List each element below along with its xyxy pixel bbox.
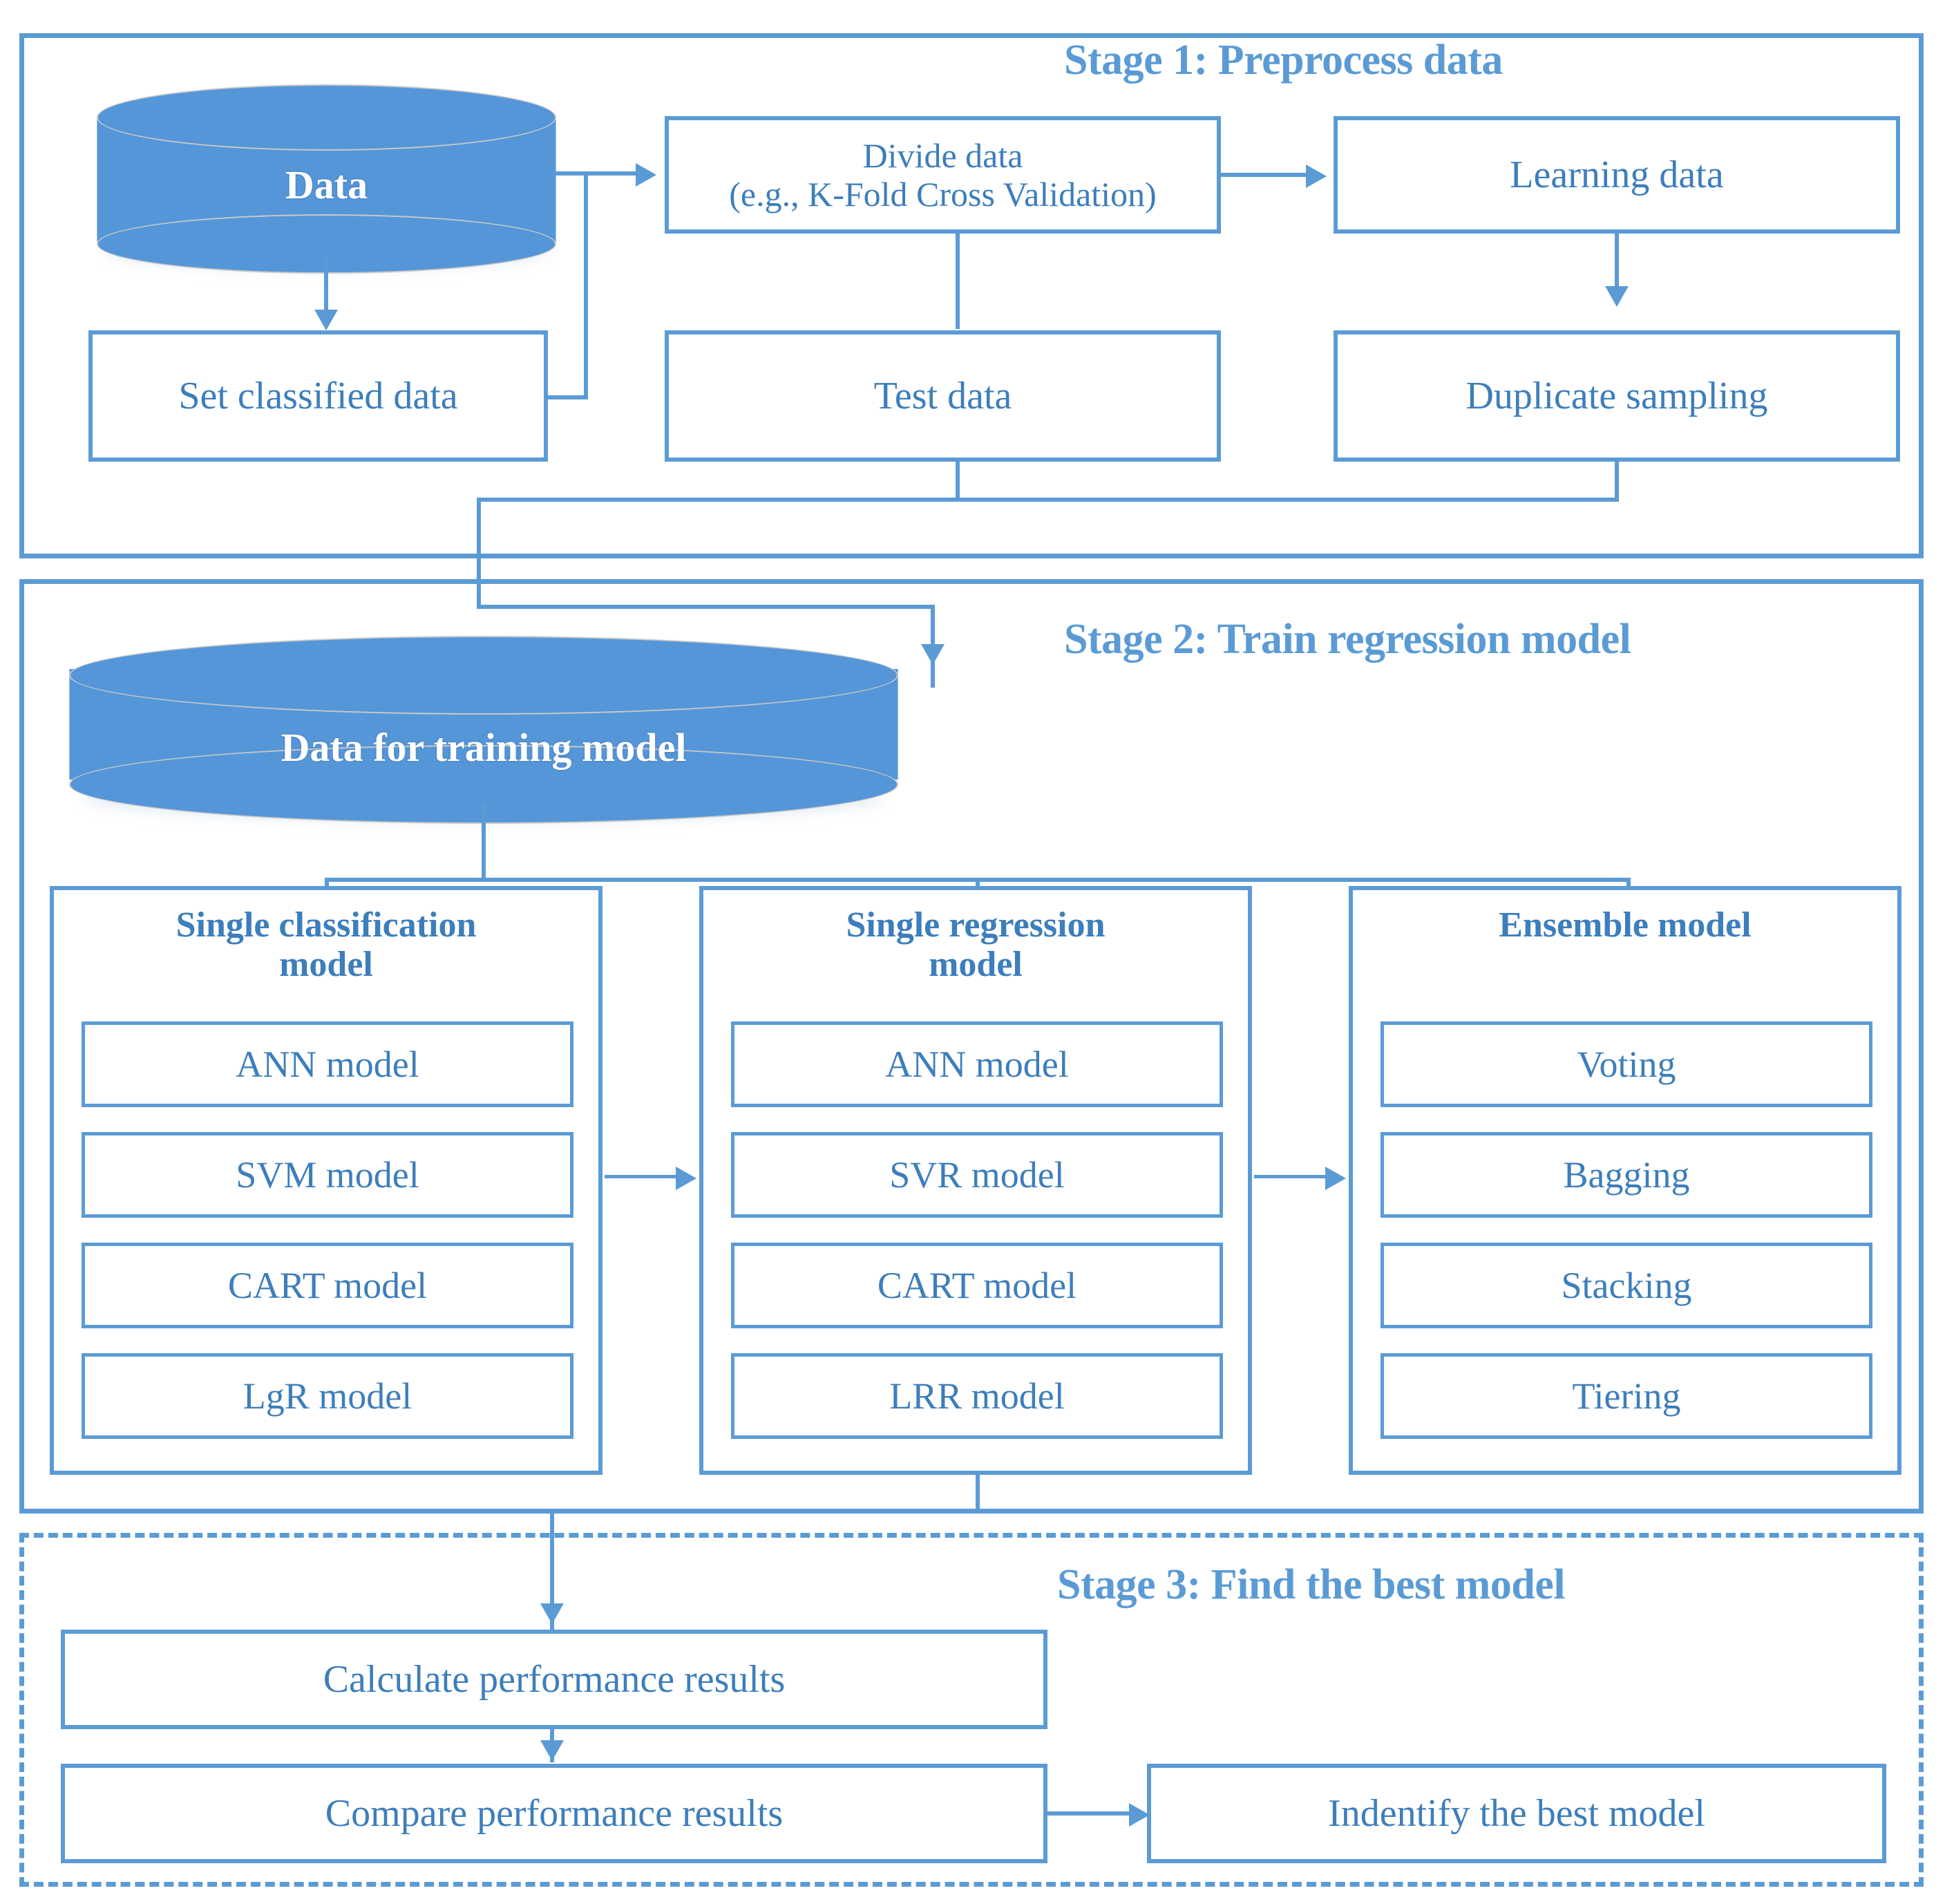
group-title-1-line2: model bbox=[279, 945, 373, 985]
divide-data-line1: Divide data bbox=[862, 136, 1023, 175]
item-ensemble-1[interactable]: Bagging bbox=[1381, 1132, 1872, 1218]
training-cylinder-label: Data for training model bbox=[281, 725, 687, 770]
stage-3-title: Stage 3: Find the best model bbox=[1057, 1561, 1566, 1608]
connector-duplicate-down bbox=[1615, 462, 1619, 502]
stage-2-title: Stage 2: Train regression model bbox=[1064, 616, 1631, 663]
box-calculate-performance[interactable]: Calculate performance results bbox=[61, 1630, 1047, 1729]
item-classification-0[interactable]: ANN model bbox=[82, 1021, 573, 1107]
group-title-1: Single classification model bbox=[54, 905, 598, 984]
connector-data-down bbox=[324, 257, 328, 312]
item-ensemble-2[interactable]: Stacking bbox=[1381, 1243, 1872, 1328]
item-regression-2[interactable]: CART model bbox=[731, 1243, 1223, 1328]
arrow-divide-to-learning bbox=[1306, 164, 1327, 188]
arrow-calculate-to-compare bbox=[540, 1740, 564, 1761]
training-data-cylinder: Data for training model bbox=[69, 636, 898, 824]
group-title-2-line1: Single regression bbox=[846, 905, 1106, 945]
group-ensemble-model: Ensemble model Voting Bagging Stacking T… bbox=[1349, 886, 1901, 1475]
data-cylinder: Data bbox=[97, 84, 556, 274]
group-title-3-line1: Ensemble model bbox=[1499, 905, 1752, 945]
item-ensemble-0[interactable]: Voting bbox=[1381, 1021, 1872, 1107]
connector-cyl-down bbox=[482, 803, 486, 880]
stage-1-frame bbox=[19, 33, 1924, 558]
group-title-1-line1: Single classification bbox=[175, 905, 477, 945]
item-classification-3[interactable]: LgR model bbox=[82, 1353, 573, 1439]
connector-stage2-to-stage3-bus bbox=[550, 1509, 978, 1514]
connector-learning-to-duplicate bbox=[1615, 234, 1619, 289]
identify-label: Indentify the best model bbox=[1328, 1791, 1705, 1835]
item-regression-3[interactable]: LRR model bbox=[731, 1353, 1223, 1439]
connector-merge-left-down bbox=[477, 498, 481, 608]
item-regression-1[interactable]: SVR model bbox=[731, 1132, 1223, 1218]
stage-3-frame bbox=[19, 1533, 1924, 1887]
group-single-regression-model: Single regression model ANN model SVR mo… bbox=[699, 886, 1252, 1475]
stage-1-title: Stage 1: Preprocess data bbox=[1064, 37, 1503, 84]
item-ensemble-3[interactable]: Tiering bbox=[1381, 1353, 1872, 1439]
connector-test-down bbox=[956, 462, 960, 502]
arrow-data-to-setclassified bbox=[314, 310, 338, 330]
divide-data-line2: (e.g., K-Fold Cross Validation) bbox=[729, 175, 1157, 214]
data-cylinder-label: Data bbox=[285, 162, 368, 207]
arrow-col2-to-col3 bbox=[1325, 1167, 1346, 1190]
connector-into-calculate bbox=[550, 1509, 554, 1631]
group-single-classification-model: Single classification model ANN model SV… bbox=[50, 886, 603, 1475]
arrow-col1-to-col2 bbox=[676, 1167, 696, 1190]
box-learning-data[interactable]: Learning data bbox=[1334, 116, 1900, 234]
box-test-data[interactable]: Test data bbox=[665, 330, 1221, 462]
learning-data-label: Learning data bbox=[1510, 153, 1724, 196]
merge-bus-lower bbox=[477, 605, 933, 609]
arrow-compare-to-identify bbox=[1129, 1803, 1150, 1827]
box-divide-data[interactable]: Divide data (e.g., K-Fold Cross Validati… bbox=[665, 116, 1221, 234]
item-classification-2[interactable]: CART model bbox=[82, 1243, 573, 1328]
test-data-label: Test data bbox=[873, 374, 1012, 417]
item-classification-1[interactable]: SVM model bbox=[82, 1132, 573, 1218]
connector-col2-to-col3 bbox=[1254, 1175, 1327, 1178]
connector-compare-to-identify bbox=[1047, 1811, 1130, 1816]
group-title-2: Single regression model bbox=[703, 905, 1248, 984]
calculate-label: Calculate performance results bbox=[323, 1657, 786, 1701]
connector-divide-to-test bbox=[956, 234, 960, 329]
group-title-3: Ensemble model bbox=[1353, 905, 1897, 945]
box-set-classified-data[interactable]: Set classified data bbox=[88, 330, 548, 462]
connector-col1-to-col2 bbox=[605, 1175, 677, 1178]
arrow-into-training-cylinder bbox=[921, 644, 945, 665]
duplicate-sampling-label: Duplicate sampling bbox=[1465, 374, 1768, 417]
connector-divide-to-learning bbox=[1221, 173, 1307, 177]
box-duplicate-sampling[interactable]: Duplicate sampling bbox=[1334, 330, 1900, 462]
item-regression-0[interactable]: ANN model bbox=[731, 1021, 1223, 1107]
compare-label: Compare performance results bbox=[325, 1791, 784, 1835]
connector-branch-to-setclassified bbox=[546, 395, 587, 399]
merge-bus-stage1 bbox=[477, 498, 1619, 502]
connector-data-branch-down bbox=[584, 171, 588, 399]
arrow-data-to-divide bbox=[636, 163, 656, 187]
arrow-into-calculate bbox=[540, 1603, 564, 1624]
connector-data-to-divide bbox=[553, 171, 637, 176]
set-classified-data-label: Set classified data bbox=[178, 374, 458, 417]
arrow-learning-to-duplicate bbox=[1605, 286, 1629, 307]
box-identify-best-model[interactable]: Indentify the best model bbox=[1147, 1764, 1886, 1863]
box-compare-performance[interactable]: Compare performance results bbox=[61, 1764, 1047, 1863]
group-title-2-line2: model bbox=[929, 945, 1023, 985]
connector-stage2-down bbox=[976, 1475, 980, 1511]
